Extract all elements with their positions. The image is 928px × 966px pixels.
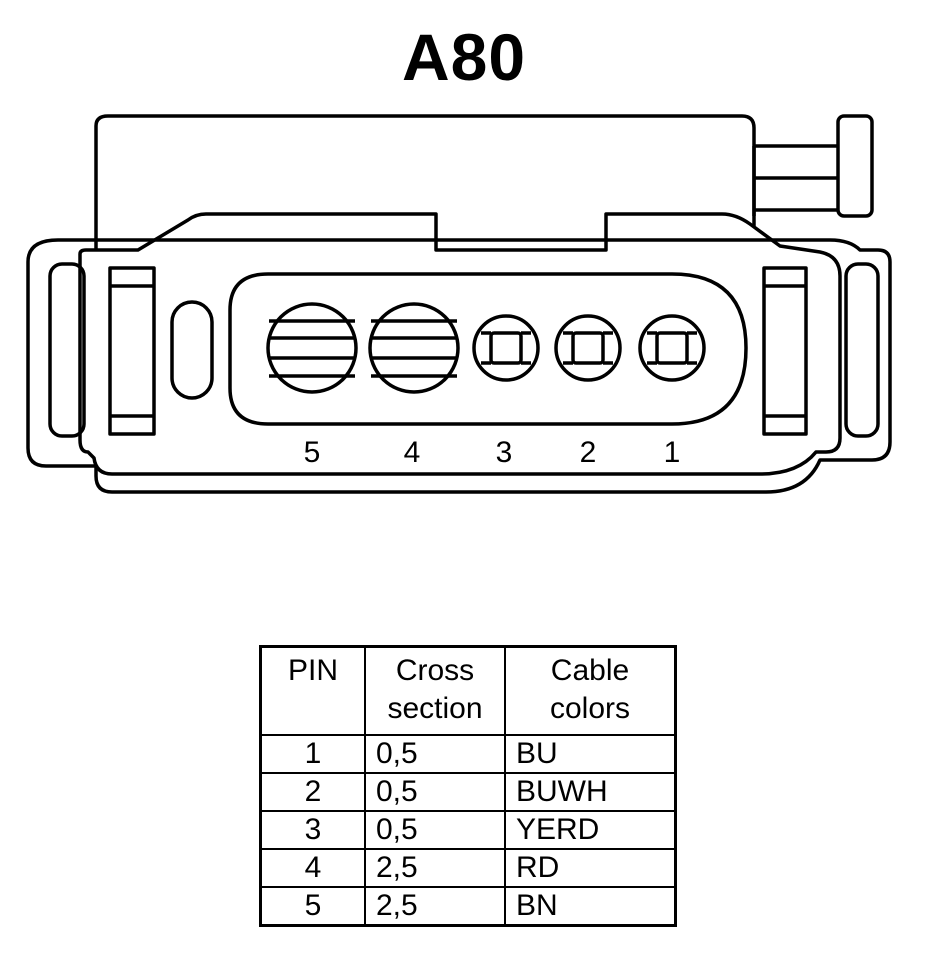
pin-number-1: 1 <box>664 436 681 469</box>
right-clip <box>844 262 880 438</box>
pin-number-2: 2 <box>580 436 597 469</box>
cell-cable-color: RD <box>504 848 677 888</box>
cell-pin: 1 <box>259 734 366 774</box>
cell-cross-section: 0,5 <box>364 810 506 850</box>
cell-cross-section: 0,5 <box>364 734 506 774</box>
cell-cable-color: BU <box>504 734 677 774</box>
pin-cavity <box>228 272 748 426</box>
cell-cable-color: YERD <box>504 810 677 850</box>
pin-1-cavity <box>638 314 706 382</box>
left-rail <box>108 266 156 436</box>
table-row: 3 0,5 YERD <box>259 810 677 850</box>
pin-number-5: 5 <box>304 436 321 469</box>
table-row: 1 0,5 BU <box>259 734 677 774</box>
left-clip <box>48 262 86 438</box>
cell-cable-color: BN <box>504 886 677 927</box>
coding-slot <box>170 300 214 400</box>
pin-4-cavity <box>368 302 460 394</box>
pin-5-cavity <box>266 302 358 394</box>
pin-number-3: 3 <box>496 436 513 469</box>
pin-2-cavity <box>554 314 622 382</box>
table-row: 4 2,5 RD <box>259 848 677 888</box>
pin-3-cavity <box>472 314 540 382</box>
connector-title: A80 <box>401 20 527 94</box>
table-row: 5 2,5 BN <box>259 886 677 927</box>
cell-pin: 5 <box>259 886 366 927</box>
housing-outer <box>26 238 892 494</box>
cell-pin: 2 <box>259 772 366 812</box>
header-pin: PIN <box>259 645 366 736</box>
housing-face <box>78 212 842 476</box>
cell-pin: 3 <box>259 810 366 850</box>
connector-diagram: 5 4 3 2 1 <box>26 114 892 494</box>
cell-cable-color: BUWH <box>504 772 677 812</box>
latch-tab <box>836 114 874 218</box>
cell-cross-section: 2,5 <box>364 886 506 927</box>
housing-top <box>94 114 756 250</box>
cell-cross-section: 0,5 <box>364 772 506 812</box>
pin-number-4: 4 <box>404 436 421 469</box>
cell-pin: 4 <box>259 848 366 888</box>
latch-slider <box>752 144 838 216</box>
table-row: 2 0,5 BUWH <box>259 772 677 812</box>
right-rail <box>762 266 808 436</box>
cell-cross-section: 2,5 <box>364 848 506 888</box>
